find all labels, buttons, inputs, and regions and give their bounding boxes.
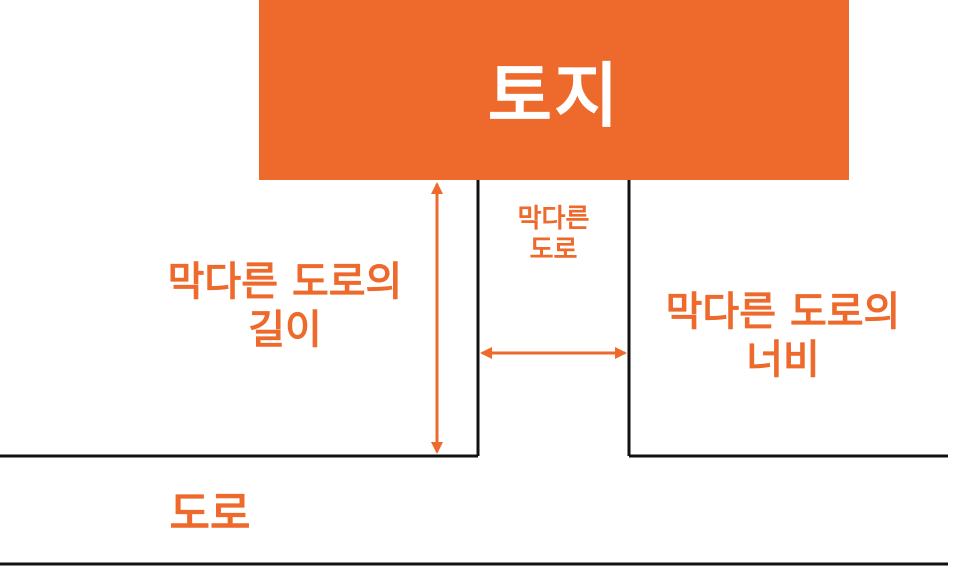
- dead-end-road-label: 막다른 도로: [478, 204, 629, 266]
- width-label-line1: 막다른 도로의: [665, 289, 901, 335]
- length-label-line2: 길이: [248, 307, 322, 353]
- dead-end-road-label-line1: 막다른: [517, 204, 590, 234]
- land-box: 토지: [259, 0, 849, 180]
- width-label: 막다른 도로의 너비: [633, 288, 933, 384]
- main-road-label-text: 도로: [169, 488, 251, 539]
- dead-end-road-label-line2: 도로: [529, 235, 578, 266]
- width-label-line2: 너비: [746, 337, 820, 383]
- land-label: 토지: [487, 54, 621, 137]
- main-road-label: 도로: [140, 488, 280, 541]
- length-label: 막다른 도로의 길이: [130, 258, 440, 354]
- length-label-line1: 막다른 도로의: [167, 259, 403, 305]
